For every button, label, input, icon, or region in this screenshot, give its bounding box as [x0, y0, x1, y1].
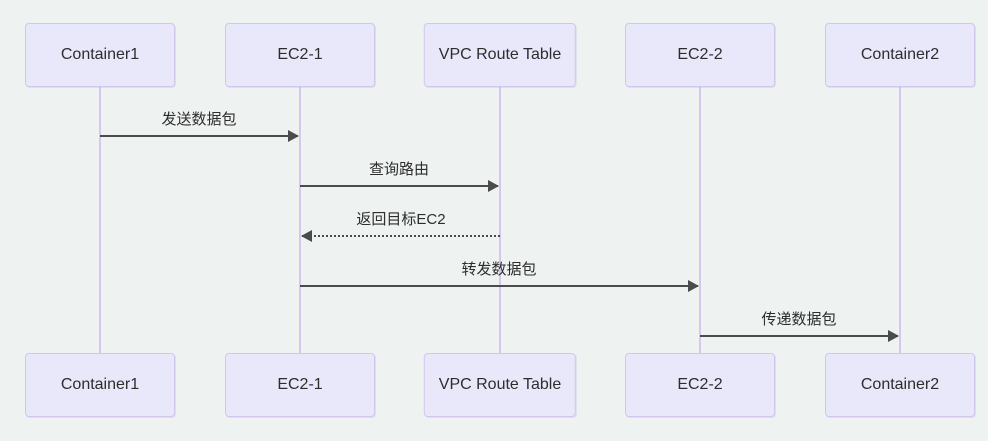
lifeline-container1	[99, 87, 101, 353]
actor-label: Container1	[60, 376, 140, 393]
message-line	[300, 185, 498, 187]
arrowhead-icon	[488, 180, 499, 192]
actor-label: Container1	[60, 46, 140, 63]
actor-top-container2: Container2	[825, 23, 975, 87]
actor-label: Container2	[860, 46, 940, 63]
actor-top-container1: Container1	[25, 23, 175, 87]
message-label: 转发数据包	[461, 261, 537, 278]
actor-top-ec2-1: EC2-1	[225, 23, 375, 87]
actor-top-vpc-route-table: VPC Route Table	[423, 23, 577, 87]
actor-bottom-container2: Container2	[825, 353, 975, 417]
message-line	[300, 285, 698, 287]
actor-label: EC2-1	[277, 376, 323, 393]
lifeline-container2	[899, 87, 901, 353]
actor-label: VPC Route Table	[438, 376, 562, 393]
arrowhead-icon	[888, 330, 899, 342]
actor-bottom-vpc-route-table: VPC Route Table	[423, 353, 577, 417]
actor-bottom-ec2-1: EC2-1	[225, 353, 375, 417]
lifeline-ec2-1	[299, 87, 301, 353]
actor-label: EC2-1	[277, 46, 323, 63]
message-line	[700, 335, 898, 337]
message-label: 查询路由	[368, 161, 430, 178]
arrowhead-icon	[301, 230, 312, 242]
lifeline-vpc-route-table	[499, 87, 501, 353]
arrowhead-icon	[288, 130, 299, 142]
lifeline-ec2-2	[699, 87, 701, 353]
message-label: 传递数据包	[761, 311, 837, 328]
message-line	[100, 135, 298, 137]
arrowhead-icon	[688, 280, 699, 292]
actor-label: EC2-2	[677, 46, 723, 63]
actor-top-ec2-2: EC2-2	[625, 23, 775, 87]
message-label: 返回目标EC2	[356, 211, 446, 228]
actor-bottom-container1: Container1	[25, 353, 175, 417]
actor-bottom-ec2-2: EC2-2	[625, 353, 775, 417]
actor-label: VPC Route Table	[438, 46, 562, 63]
actor-label: EC2-2	[677, 376, 723, 393]
message-label: 发送数据包	[161, 111, 237, 128]
actor-label: Container2	[860, 376, 940, 393]
message-line	[302, 235, 500, 237]
